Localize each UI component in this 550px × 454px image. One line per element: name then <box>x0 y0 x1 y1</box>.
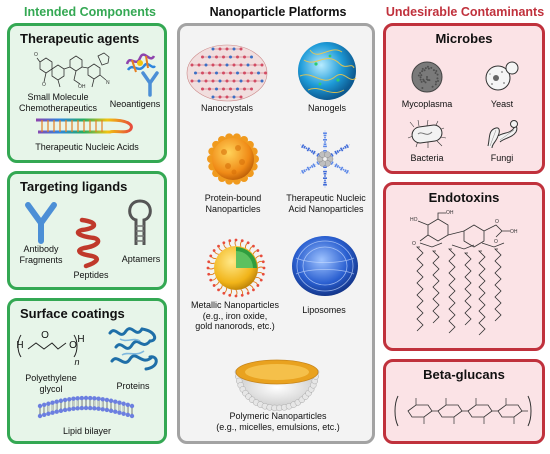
polymeric-label: Polymeric Nanoparticles (e.g., micelles,… <box>216 411 340 432</box>
svg-text:N: N <box>106 80 110 86</box>
fungi-icon <box>487 120 518 149</box>
peg-hydrogen-end-label: H <box>77 334 85 345</box>
svg-text:OH: OH <box>446 210 454 216</box>
proteins-label: Proteins <box>116 381 150 391</box>
aptamer-icon <box>128 199 152 245</box>
nanogels-label: Nanogels <box>307 103 347 113</box>
targeting-ligands-panel: Targeting ligands Antibody Fragments Pep… <box>7 171 167 290</box>
svg-text:HO: HO <box>410 217 418 223</box>
svg-text:O: O <box>412 241 416 247</box>
nanoparticle-platforms-heading: Nanoparticle Platforms <box>209 5 347 19</box>
peptides-label: Peptides <box>73 270 109 280</box>
lipid-bilayer-label: Lipid bilayer <box>62 426 112 436</box>
microbes-title: Microbes <box>435 31 493 46</box>
tna-label: Therapeutic Nucleic Acid Nanoparticles <box>286 193 366 214</box>
microbes-panel: Microbes Mycoplasma Yeast Bacteria Fungi <box>383 23 545 174</box>
nucleic-acid-nanoparticle-icon <box>299 130 351 188</box>
svg-text:OH: OH <box>510 229 518 235</box>
nanocrystal-icon <box>186 44 268 102</box>
small-molecule-label: Small Molecule Chemotherapeutics <box>18 92 98 113</box>
yeast-label: Yeast <box>490 99 514 109</box>
svg-text:O: O <box>495 219 499 225</box>
mycoplasma-icon <box>411 61 443 93</box>
surface-coatings-panel: Surface coatings H O O H n Polyethylene … <box>7 298 167 444</box>
undesirable-contaminants-heading: Undesirable Contaminants <box>385 5 545 19</box>
intended-components-heading: Intended Components <box>24 5 156 19</box>
nucleic-acid-icon <box>36 118 133 134</box>
metallic-label: Metallic Nanoparticles (e.g., iron oxide… <box>190 300 280 331</box>
beta-glucan-structure-icon <box>394 395 532 427</box>
nanoparticle-platforms-panel: Nanocrystals Nanogels Protein-bound Nano… <box>177 23 375 444</box>
protein-bound-label: Protein-bound Nanoparticles <box>204 193 262 214</box>
nucleic-acids-label: Therapeutic Nucleic Acids <box>35 142 139 152</box>
protein-icon <box>108 327 158 371</box>
protein-bound-nanoparticle-icon <box>207 133 259 185</box>
liposome-icon <box>292 236 358 296</box>
peg-label: Polyethylene glycol <box>25 373 77 394</box>
neoantigen-icon <box>125 53 156 73</box>
svg-text:O: O <box>494 239 498 245</box>
therapeutic-agents-panel: Therapeutic agents O OH N O Small Molecule … <box>7 23 167 163</box>
svg-text:OH: OH <box>78 84 86 90</box>
yeast-icon <box>485 61 519 91</box>
small-molecule-icon: O OH N O <box>34 52 110 90</box>
liposomes-label: Liposomes <box>302 305 346 315</box>
therapeutic-agents-title: Therapeutic agents <box>20 31 140 46</box>
fungi-label: Fungi <box>490 153 514 163</box>
targeting-ligands-title: Targeting ligands <box>20 179 128 194</box>
beta-glucans-panel: Beta-glucans <box>383 359 545 444</box>
metallic-nanoparticle-icon <box>206 238 266 298</box>
peg-oxygen-end-label: O <box>69 340 77 351</box>
peg-repeat-label: n <box>74 357 80 367</box>
peptide-icon <box>75 217 101 269</box>
antibody-fragments-label: Antibody Fragments <box>19 244 63 265</box>
bacteria-icon <box>407 119 447 148</box>
peg-hydrogen-label: H <box>16 340 24 351</box>
bacteria-label: Bacteria <box>410 153 444 163</box>
lipid-bilayer-icon <box>37 395 135 419</box>
neoantigens-label: Neoantigens <box>109 99 161 109</box>
polymeric-nanoparticle-icon <box>234 359 320 412</box>
peg-oxygen-label: O <box>41 330 49 341</box>
endotoxins-title: Endotoxins <box>428 190 500 205</box>
svg-text:O: O <box>34 52 38 58</box>
mycoplasma-label: Mycoplasma <box>401 99 453 109</box>
aptamers-label: Aptamers <box>121 254 161 264</box>
nanocrystals-label: Nanocrystals <box>200 103 254 113</box>
beta-glucans-title: Beta-glucans <box>423 367 505 382</box>
neoantigen-antibody-icon <box>141 71 159 97</box>
svg-text:O: O <box>42 82 46 88</box>
surface-coatings-title: Surface coatings <box>20 306 125 321</box>
nanogel-icon <box>298 42 357 100</box>
peg-structure-icon <box>17 334 78 358</box>
antibody-fragment-icon <box>25 202 57 244</box>
